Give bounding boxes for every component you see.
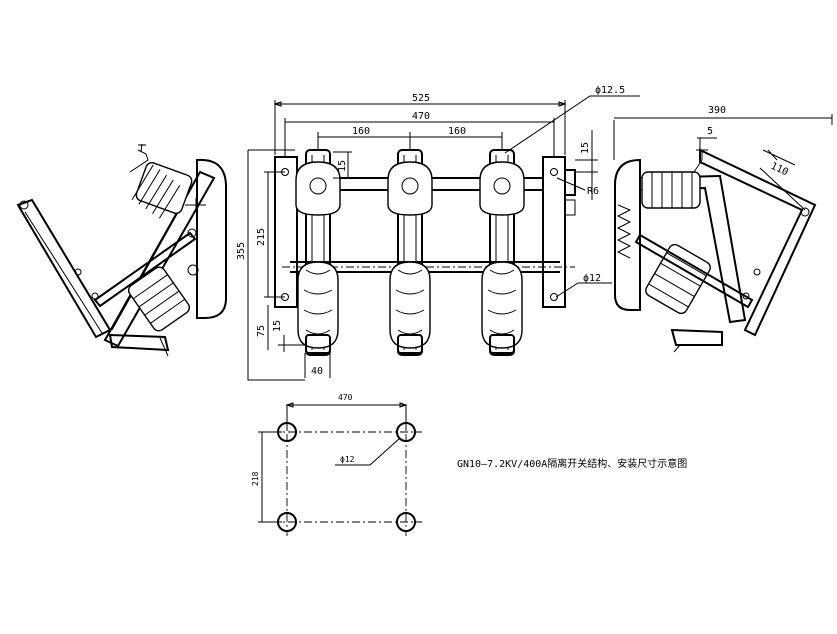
phase-2	[387, 149, 433, 356]
dim-390: 390	[708, 105, 726, 116]
dim-40: 40	[311, 366, 323, 377]
dim-r6: R6	[587, 186, 599, 197]
phase-1	[295, 140, 341, 356]
dim-160-a: 160	[352, 126, 370, 137]
dim-15-right: 15	[580, 142, 591, 154]
dim-525: 525	[412, 93, 430, 104]
dim-15-upper: 15	[337, 160, 348, 172]
dim-110: 110	[769, 161, 790, 179]
dim-160-b: 160	[448, 126, 466, 137]
phase-3	[479, 149, 525, 356]
dim-355: 355	[236, 242, 247, 260]
mounting-hole-diagram: 470 218 ϕ12	[251, 393, 422, 536]
dim-phi12: ϕ12	[583, 273, 601, 284]
dim-15-lower: 15	[272, 320, 283, 332]
dim-phi12-5: ϕ12.5	[595, 85, 625, 96]
dim-5: 5	[707, 126, 713, 137]
dim-75: 75	[256, 325, 267, 337]
dim-470: 470	[412, 111, 430, 122]
drawing-title: GN10—7.2KV/400A隔离开关结构、安装尺寸示意图	[457, 457, 687, 470]
mount-dim-218: 218	[251, 471, 260, 486]
right-side-view: 390 5 110	[613, 105, 833, 353]
front-view: 525 470 160 160 355 215 75 15 15 40 ϕ12.…	[236, 85, 640, 381]
dim-215: 215	[256, 228, 267, 246]
left-side-view	[16, 143, 227, 357]
mount-dim-phi12: ϕ12	[340, 455, 355, 464]
mount-dim-470: 470	[338, 393, 353, 402]
